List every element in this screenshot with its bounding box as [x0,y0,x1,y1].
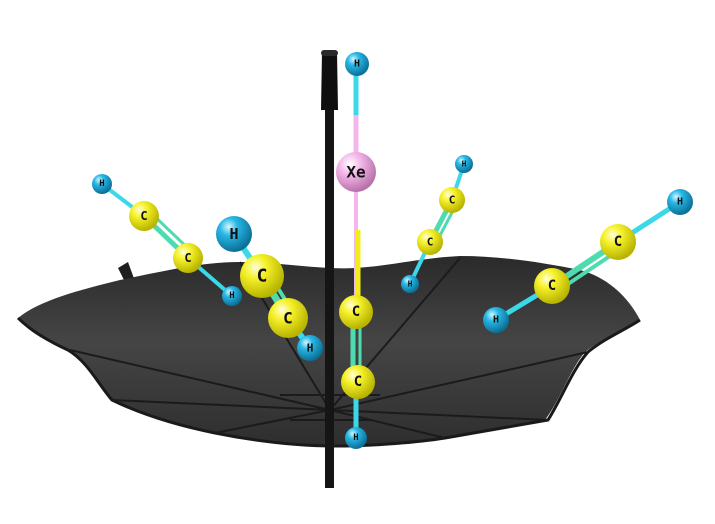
svg-text:H: H [353,433,358,443]
atom-hydrogen: H [667,189,693,215]
atom-hydrogen: H [401,275,419,293]
acetylene-molecule-front: H C C H [216,216,323,361]
svg-text:H: H [354,59,360,70]
svg-text:H: H [493,315,499,326]
atom-carbon: C [341,365,375,399]
atom-hydrogen: H [345,427,367,449]
svg-text:H: H [408,280,413,289]
umbrella-shaft [325,60,334,488]
xenon-acetylide-molecule: H Xe C C H [336,52,376,449]
atom-carbon: C [600,224,636,260]
atom-hydrogen: H [222,286,242,306]
atom-carbon: C [240,254,284,298]
umbrella-rim [16,316,641,448]
atom-carbon: C [129,201,159,231]
atom-carbon: C [339,295,373,329]
svg-text:C: C [257,266,268,287]
atom-carbon: C [417,229,443,255]
atom-hydrogen: H [216,216,252,252]
acetylene-molecule-back: H C C H [401,155,473,293]
atom-hydrogen: H [455,155,473,173]
svg-text:H: H [229,291,234,301]
atom-xenon: Xe [336,152,376,192]
atom-carbon: C [534,268,570,304]
svg-text:C: C [614,234,622,250]
atom-carbon: C [173,243,203,273]
svg-text:H: H [307,342,314,355]
svg-text:H: H [677,197,683,208]
svg-text:C: C [352,304,360,320]
svg-text:C: C [140,209,147,223]
svg-text:Xe: Xe [346,163,365,182]
svg-text:C: C [427,236,434,249]
svg-text:C: C [548,278,556,294]
svg-text:C: C [449,194,456,207]
svg-text:H: H [462,160,467,169]
umbrella-handle [321,52,338,110]
svg-text:C: C [283,309,293,328]
svg-text:C: C [184,251,191,265]
atom-hydrogen: H [345,52,369,76]
svg-text:H: H [99,179,104,189]
acetylene-molecule-left: H C C H [92,174,242,306]
atom-hydrogen: H [483,307,509,333]
atom-hydrogen: H [297,335,323,361]
svg-text:H: H [229,225,238,243]
acetylene-molecule-right: H C C H [483,189,693,333]
atom-carbon: C [268,298,308,338]
atom-hydrogen: H [92,174,112,194]
atom-carbon: C [439,187,465,213]
svg-text:C: C [354,374,362,390]
